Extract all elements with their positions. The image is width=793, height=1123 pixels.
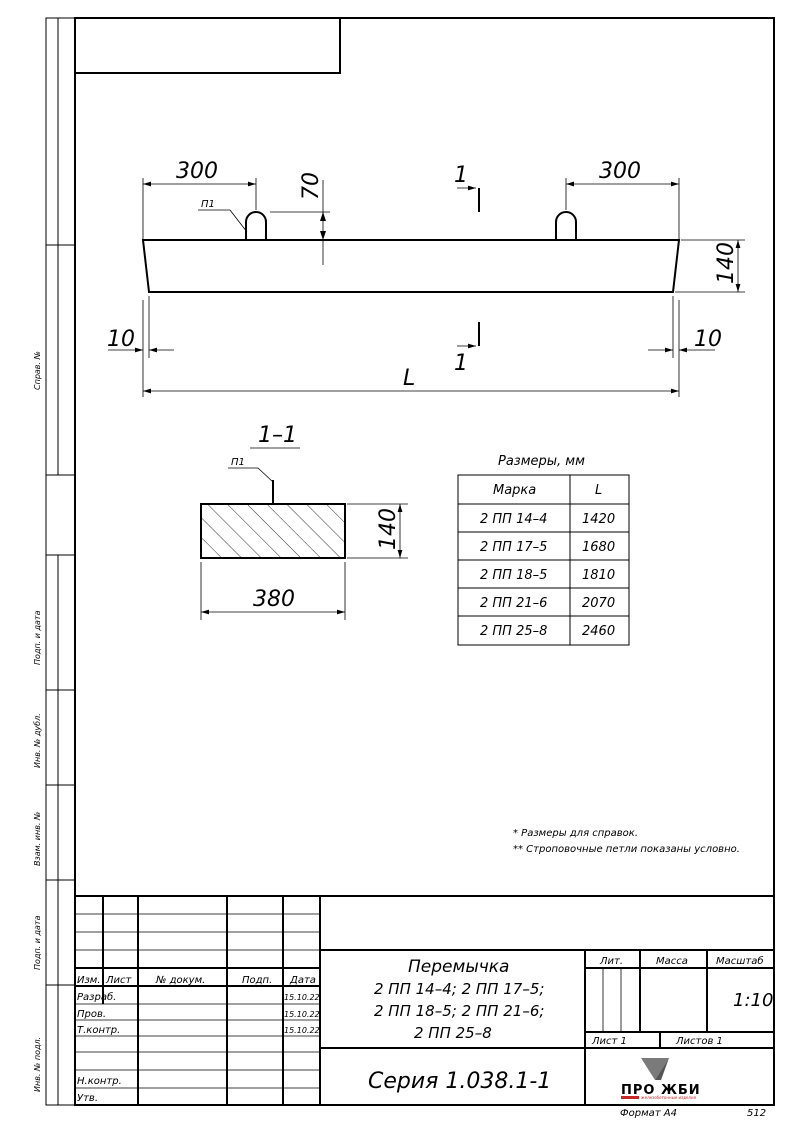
logo-subtext: железобетонные изделия (641, 1095, 697, 1100)
loop-label-text: П1 (201, 199, 215, 210)
dim-top-left-value: 300 (176, 159, 218, 184)
section-mark-top-value: 1 (454, 163, 468, 188)
section-title: 1–1 (258, 423, 297, 448)
col-header-list: Лист (105, 975, 133, 986)
section-mark-top: 1 (454, 163, 480, 212)
sizes-row-1-mark: 2 ПП 14–4 (480, 512, 547, 527)
sheet-label: Лист 1 (591, 1036, 627, 1047)
company-logo: ПРО ЖБИ железобетонные изделия (621, 1058, 701, 1100)
scale-label: Масштаб (716, 955, 764, 967)
sizes-table: Размеры, мм Марка L 2 ПП 14–4 1420 2 ПП … (457, 454, 630, 646)
col-header-podp: Подп. (242, 975, 272, 986)
product-line-1: 2 ПП 14–4; 2 ПП 17–5; (374, 980, 544, 998)
sizes-row-5-l: 2460 (582, 624, 615, 639)
section-mark-bottom-value: 1 (454, 351, 468, 376)
title-block: Изм. Лист № докум. Подп. Дата Разраб. 15… (75, 895, 774, 1105)
col-header-izm: Изм. (77, 975, 101, 986)
product-line-3: 2 ПП 25–8 (414, 1024, 492, 1042)
mass-label: Масса (656, 956, 688, 967)
col-header-doc: № докум. (155, 975, 205, 986)
lifting-loop-right (555, 211, 577, 240)
dim-end-right: 10 (648, 296, 722, 397)
dim-length-value: L (403, 366, 415, 391)
frame-outer (45, 17, 775, 1106)
dim-height: 140 (675, 239, 745, 293)
side-label-podp-1: Подп. и дата (33, 610, 42, 665)
sizes-row-3-mark: 2 ПП 18–5 (480, 568, 547, 583)
dim-end-right-value: 10 (694, 327, 722, 352)
section-height-value: 140 (376, 508, 401, 550)
side-label-inv-dubl: Инв. № дубл. (33, 713, 42, 768)
scale-value: 1:10 (733, 990, 773, 1011)
side-strip: Справ. № Подп. и дата Инв. № дубл. Взам.… (33, 18, 75, 1105)
dim-length: L (143, 366, 679, 394)
side-label-inv-podl: Инв. № подл. (33, 1037, 42, 1092)
section-loop-label: П1 (231, 457, 245, 468)
loop-label: П1 (198, 199, 248, 233)
role-nkontr: Н.контр. (77, 1076, 122, 1087)
side-label-podp-2: Подп. и дата (33, 915, 42, 970)
lit-label: Лит. (599, 956, 623, 967)
date-tkontr: 15.10.22 (284, 1026, 320, 1035)
sizes-row-4-l: 2070 (582, 596, 615, 611)
section-width-value: 380 (253, 587, 295, 612)
section-mark-bottom: 1 (454, 322, 480, 376)
product-line-2: 2 ПП 18–5; 2 ПП 21–6; (374, 1002, 544, 1020)
side-label-spravka: Справ. № (33, 351, 42, 390)
sizes-row-2-l: 1680 (582, 540, 615, 555)
format-label: Формат А4 (620, 1108, 677, 1119)
dim-top-right: 300 (565, 159, 680, 240)
note-1: * Размеры для справок. (513, 828, 638, 839)
notes: * Размеры для справок. ** Строповочные п… (513, 828, 740, 855)
sizes-table-title: Размеры, мм (498, 454, 585, 469)
sizes-header-l: L (595, 483, 602, 498)
dim-end-left-value: 10 (107, 327, 135, 352)
sizes-row-5-mark: 2 ПП 25–8 (480, 624, 547, 639)
page-number: 512 (747, 1108, 766, 1119)
role-utv: Утв. (77, 1093, 98, 1104)
lifting-loop-left (245, 211, 267, 240)
date-prov: 15.10.22 (284, 1010, 320, 1019)
sizes-row-2-mark: 2 ПП 17–5 (480, 540, 547, 555)
product-title: Перемычка (408, 957, 509, 977)
sizes-row-4-mark: 2 ПП 21–6 (480, 596, 547, 611)
role-tkontr: Т.контр. (77, 1025, 120, 1036)
sizes-row-3-l: 1810 (582, 568, 615, 583)
sizes-row-1-l: 1420 (582, 512, 615, 527)
sheets-label: Листов 1 (675, 1036, 723, 1047)
dim-end-left: 10 (107, 296, 174, 397)
section-view: 1–1 П1 140 380 (200, 423, 408, 620)
dim-loop-height-value: 70 (299, 172, 324, 200)
dim-top-left: 300 (142, 159, 257, 240)
logo-text: ПРО ЖБИ (621, 1083, 701, 1098)
dim-loop-height: 70 (270, 172, 330, 265)
dim-height-value: 140 (714, 242, 739, 284)
date-razrab: 15.10.22 (284, 993, 320, 1002)
series-label: Серия 1.038.1-1 (368, 1069, 551, 1094)
col-header-date: Дата (289, 975, 316, 986)
side-label-vzam: Взам. инв. № (33, 812, 42, 866)
role-prov: Пров. (77, 1009, 106, 1020)
top-stamp-box (74, 17, 341, 74)
role-razrab: Разраб. (77, 991, 116, 1003)
frame-inner (74, 17, 775, 1106)
note-2: ** Строповочные петли показаны условно. (513, 844, 740, 855)
sizes-header-mark: Марка (493, 483, 536, 498)
dim-top-right-value: 300 (599, 159, 641, 184)
beam-elevation (141, 211, 681, 293)
